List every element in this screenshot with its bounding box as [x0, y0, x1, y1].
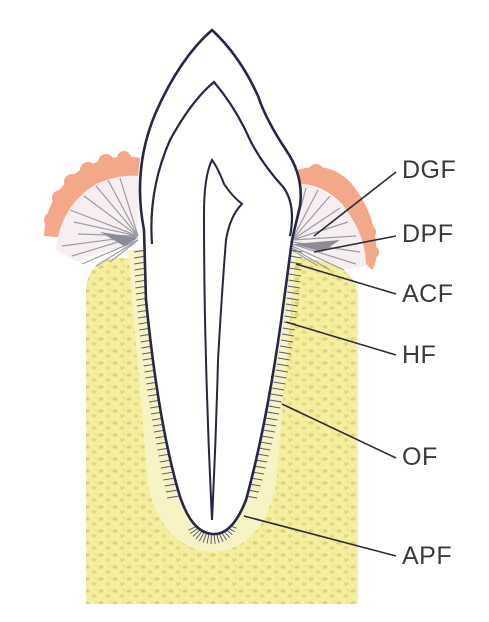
label-dpf: DPF [402, 222, 454, 247]
label-apf: APF [402, 544, 452, 569]
label-of: OF [402, 445, 438, 470]
label-dgf: DGF [402, 158, 456, 183]
label-hf: HF [402, 343, 436, 368]
label-acf: ACF [402, 282, 454, 307]
